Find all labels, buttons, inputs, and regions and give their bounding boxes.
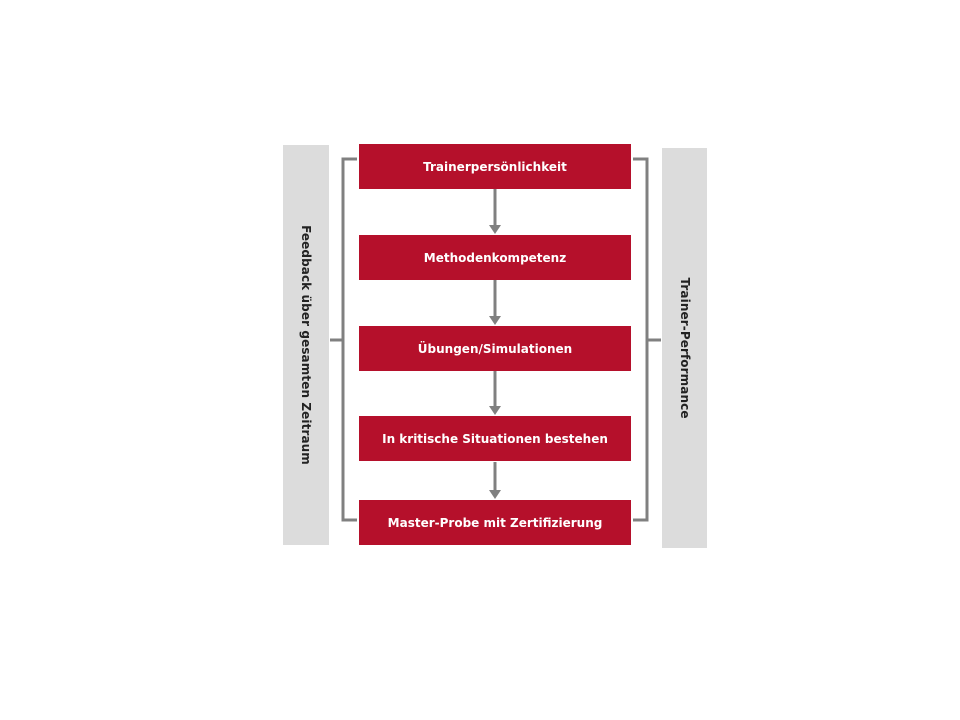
step-label: In kritische Situationen bestehen xyxy=(382,431,608,446)
right-side-panel: Trainer-Performance xyxy=(662,148,707,548)
step-master-probe: Master-Probe mit Zertifizierung xyxy=(359,500,631,545)
right-brace xyxy=(633,157,661,522)
arrow-3 xyxy=(489,371,501,415)
step-methodenkompetenz: Methodenkompetenz xyxy=(359,235,631,280)
step-kritische-situationen: In kritische Situationen bestehen xyxy=(359,416,631,461)
arrow-2 xyxy=(489,280,501,325)
step-label: Trainerpersönlichkeit xyxy=(423,159,567,174)
arrow-1 xyxy=(489,189,501,234)
step-label: Übungen/Simulationen xyxy=(417,341,573,356)
step-trainerpersoenlichkeit: Trainerpersönlichkeit xyxy=(359,144,631,189)
arrow-4 xyxy=(489,462,501,499)
left-side-panel: Feedback über gesamten Zeitraum xyxy=(283,145,329,545)
step-label: Methodenkompetenz xyxy=(423,250,567,265)
left-brace xyxy=(330,157,357,522)
step-label: Master-Probe mit Zertifizierung xyxy=(387,515,603,530)
step-uebungen-simulationen: Übungen/Simulationen xyxy=(359,326,631,371)
